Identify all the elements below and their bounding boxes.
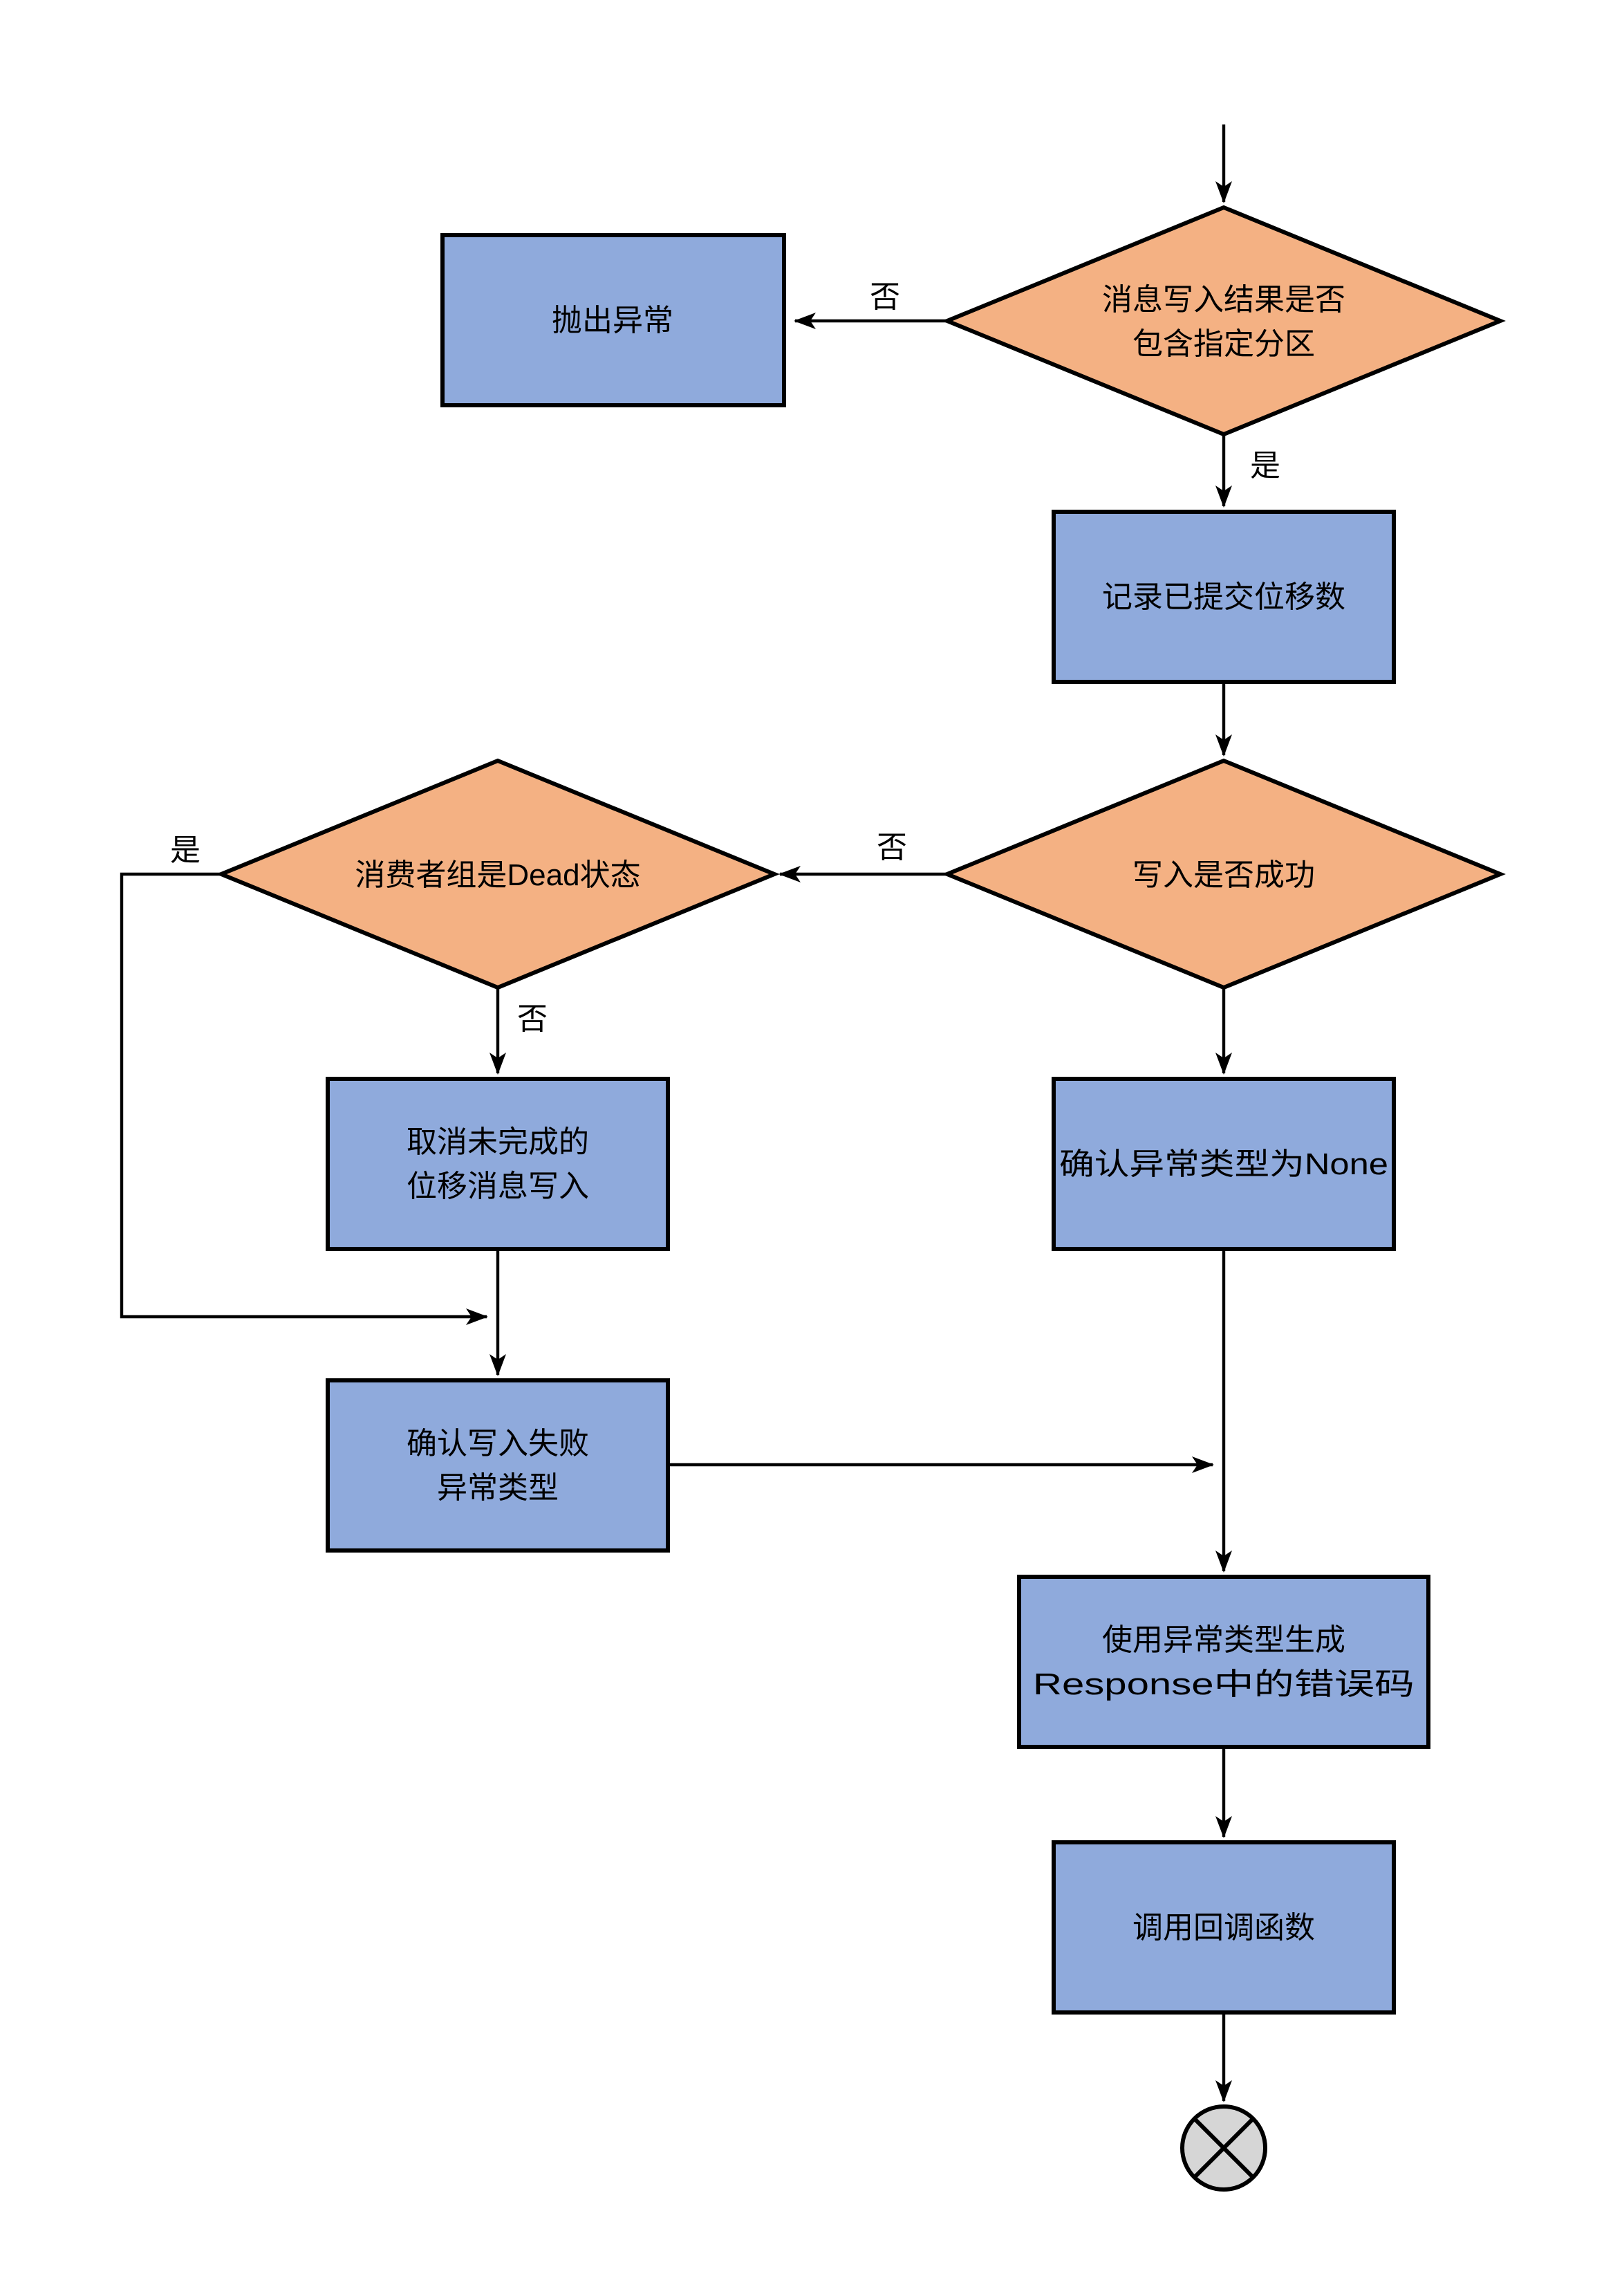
decision-partition-label-line1: 消息写入结果是否 bbox=[1102, 283, 1345, 317]
edge-label-group-dead-no: 否 bbox=[517, 1002, 548, 1036]
confirm-failure-exception-rect bbox=[326, 1378, 670, 1553]
node-decision-group-dead: 消费者组是Dead状态 bbox=[216, 758, 780, 990]
decision-group-dead-label: 消费者组是Dead状态 bbox=[355, 858, 640, 892]
node-throw-exception: 抛出异常 bbox=[440, 233, 786, 407]
node-decision-write-success: 写入是否成功 bbox=[942, 758, 1506, 990]
node-generate-error-code: 使用异常类型生成 Response中的错误码 bbox=[1017, 1575, 1430, 1749]
terminal-cross-line-2 bbox=[1193, 2117, 1255, 2179]
decision-group-dead-diamond bbox=[216, 758, 780, 990]
edge-label-group-dead-yes: 是 bbox=[170, 833, 200, 867]
cancel-pending-writes-label-line1: 取消未完成的 bbox=[407, 1125, 589, 1159]
decision-partition-diamond bbox=[942, 205, 1506, 437]
throw-exception-label: 抛出异常 bbox=[552, 304, 673, 337]
edge-decision-group-dead-yes-loop-to-junction bbox=[120, 872, 488, 1325]
decision-write-success-diamond bbox=[942, 758, 1506, 990]
decision-partition-label-line2: 包含指定分区 bbox=[1132, 327, 1315, 361]
node-terminal-end bbox=[1180, 2104, 1267, 2192]
cancel-pending-writes-label-line2: 位移消息写入 bbox=[407, 1169, 589, 1203]
generate-error-code-rect bbox=[1017, 1575, 1430, 1749]
node-cancel-pending-writes: 取消未完成的 位移消息写入 bbox=[326, 1077, 670, 1251]
throw-exception-rect bbox=[440, 233, 786, 407]
record-offsets-rect bbox=[1052, 510, 1396, 684]
invoke-callback-rect bbox=[1052, 1840, 1396, 2015]
edge-label-write-success-no: 否 bbox=[877, 831, 907, 864]
node-invoke-callback: 调用回调函数 bbox=[1052, 1840, 1396, 2015]
confirm-exception-none-label: 确认异常类型为None bbox=[1059, 1147, 1388, 1181]
decision-write-success-label: 写入是否成功 bbox=[1132, 858, 1315, 892]
edge-label-partition-no: 否 bbox=[870, 280, 900, 314]
node-confirm-failure-exception: 确认写入失败 异常类型 bbox=[326, 1378, 670, 1553]
invoke-callback-label: 调用回调函数 bbox=[1132, 1911, 1315, 1945]
confirm-exception-none-rect bbox=[1052, 1077, 1396, 1251]
edge-label-partition-yes: 是 bbox=[1250, 449, 1280, 483]
generate-error-code-label-line2: Response中的错误码 bbox=[1033, 1667, 1415, 1701]
generate-error-code-label-line1: 使用异常类型生成 bbox=[1102, 1623, 1345, 1657]
confirm-failure-exception-label-line2: 异常类型 bbox=[437, 1471, 559, 1505]
confirm-failure-exception-label-line1: 确认写入失败 bbox=[407, 1427, 589, 1461]
cancel-pending-writes-rect bbox=[326, 1077, 670, 1251]
node-confirm-exception-none: 确认异常类型为None bbox=[1052, 1077, 1396, 1251]
record-offsets-label: 记录已提交位移数 bbox=[1102, 580, 1345, 614]
node-record-offsets: 记录已提交位移数 bbox=[1052, 510, 1396, 684]
node-decision-partition: 消息写入结果是否 包含指定分区 bbox=[942, 205, 1506, 437]
